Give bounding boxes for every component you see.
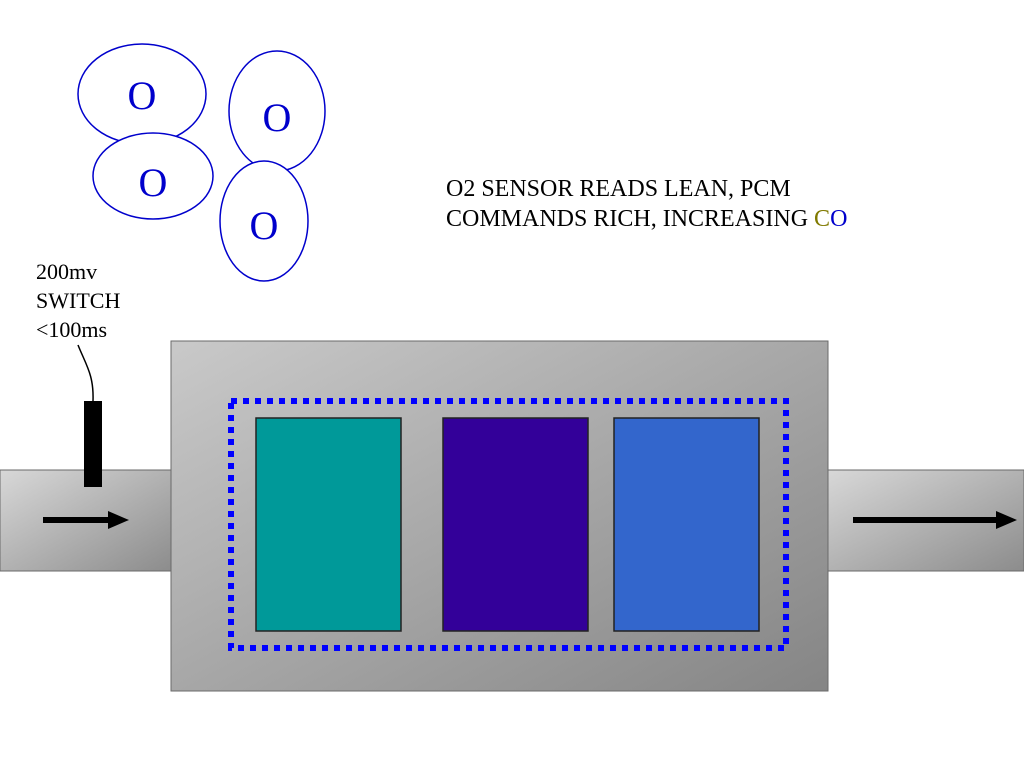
co-letter-c: C [814, 206, 831, 232]
oxygen-atom: O [219, 160, 309, 282]
svg-text:O: O [139, 160, 168, 205]
outlet-flow-arrow [853, 511, 1017, 529]
oxygen-atom: O [77, 43, 207, 145]
sensor-leader-line [77, 344, 94, 402]
catalyst-brick-3 [613, 417, 760, 632]
sensor-label-line-2: SWITCH [36, 288, 121, 313]
sensor-label-line-3: <100ms [36, 317, 108, 342]
sensor-label-line-1: 200mv [36, 259, 98, 284]
svg-text:O: O [128, 73, 157, 118]
description-text: O2 SENSOR READS LEAN, PCM COMMANDS RICH,… [446, 174, 847, 234]
catalyst-brick-2 [442, 417, 589, 632]
co-letter-o: O [830, 206, 848, 232]
catalyst-brick-1 [255, 417, 402, 632]
oxygen-atom: O [228, 50, 326, 172]
description-line-2: COMMANDS RICH, INCREASING CO [446, 204, 847, 234]
svg-text:O: O [250, 203, 279, 248]
description-line-2-prefix: COMMANDS RICH, INCREASING [446, 206, 815, 232]
substrate-dotted-border [228, 398, 789, 651]
oxygen-atom: O [92, 132, 214, 220]
o2-sensor [84, 401, 102, 487]
svg-text:O: O [263, 95, 292, 140]
sensor-label: 200mv SWITCH <100ms [36, 257, 120, 344]
inlet-flow-arrow [43, 511, 129, 529]
description-line-1: O2 SENSOR READS LEAN, PCM [446, 176, 791, 202]
